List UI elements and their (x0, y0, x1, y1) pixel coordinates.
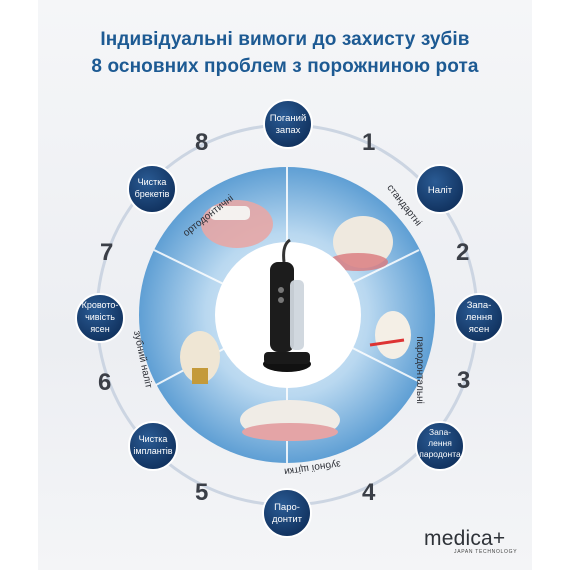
node-label-gum-3: ясен (469, 324, 489, 335)
node-label-gum-2: лення (466, 312, 492, 323)
brand-logo: medica+ JAPAN TECHNOLOGY (424, 527, 524, 567)
node-label-braces-1: Чистка (138, 177, 167, 187)
implant-tooth-illustration (180, 331, 220, 383)
number-4: 4 (362, 479, 376, 506)
node-bleeding-gums (75, 293, 125, 343)
node-label-implant-1: Чистка (139, 434, 168, 444)
node-plaque (415, 164, 465, 214)
node-label-bleeding-3: ясен (90, 324, 109, 334)
node-gum-inflammation (454, 293, 504, 343)
number-1: 1 (362, 129, 375, 156)
node-braces-cleaning (127, 164, 177, 214)
water-flosser-device (263, 238, 311, 372)
brand-tagline: JAPAN TECHNOLOGY (454, 549, 518, 555)
node-label-braces-2: брекетів (135, 189, 170, 199)
number-8: 8 (195, 129, 208, 156)
problem-nodes (75, 99, 504, 538)
node-label-periodontitis-1: Паро- (274, 502, 300, 513)
node-label-bleeding-2: чивість (85, 312, 115, 322)
number-6: 6 (98, 369, 111, 396)
node-label-bleeding-1: Кровото- (82, 300, 119, 310)
teeth-illustrations (180, 200, 411, 441)
node-label-plaque-1: Наліт (428, 185, 453, 196)
node-periodontal-inflammation (415, 421, 465, 471)
title-line-1: Індивідуальні вимоги до захисту зубів (100, 29, 470, 50)
number-2: 2 (456, 239, 469, 266)
node-label-periodontal-2: лення (428, 438, 452, 448)
node-implant-cleaning (128, 421, 178, 471)
node-label-bad-breath-1: Поганий (270, 113, 307, 124)
node-label-bad-breath-2: запах (276, 125, 301, 136)
title-line-2: 8 основних проблем з порожниною рота (91, 56, 479, 77)
number-7: 7 (100, 239, 113, 266)
node-periodontitis (262, 488, 312, 538)
node-label-implant-2: імплантів (133, 446, 172, 456)
node-label-periodontal-3: пародонта (419, 449, 461, 459)
node-label-gum-1: Запа- (467, 300, 492, 311)
periodontal-tooth-illustration (375, 311, 411, 359)
node-label-periodontal-1: Запа- (429, 427, 451, 437)
number-3: 3 (457, 367, 470, 394)
number-5: 5 (195, 479, 208, 506)
node-label-periodontitis-2: донтит (272, 514, 303, 525)
node-labels: Поганий запах Наліт Запа- лення ясен Зап… (82, 113, 493, 525)
step-numbers: 1 2 3 4 5 6 7 8 (98, 129, 470, 506)
brand-name: medica+ (424, 527, 506, 550)
segment-label-periodontal: пародонтальні (414, 336, 425, 404)
node-bad-breath (263, 99, 313, 149)
